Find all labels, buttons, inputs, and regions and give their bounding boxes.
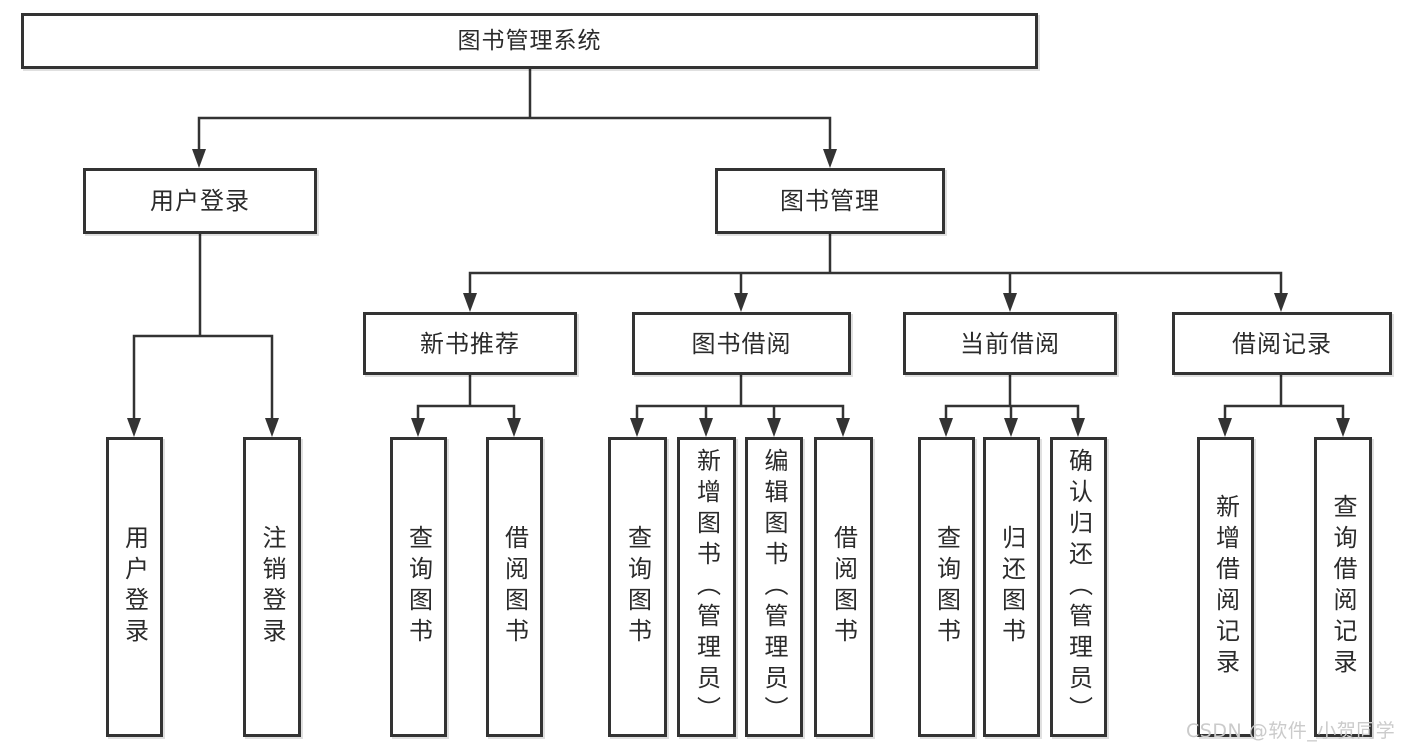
node-user-login-branch: 用户登录 (83, 168, 317, 234)
node-new-book-recommendation: 新书推荐 (363, 312, 577, 375)
node-book-management-branch: 图书管理 (715, 168, 945, 234)
connector-borrow-records (1218, 373, 1350, 437)
connector-user-login (127, 232, 279, 437)
connector-book-borrow (630, 373, 850, 437)
arrowhead (1274, 293, 1288, 312)
csdn-watermark: CSDN @软件_小贺同学 (1186, 720, 1396, 742)
node-label: 查询图书 (404, 525, 433, 649)
leaf-add-books-admin: 新增图书（管理员） (677, 437, 736, 737)
arrowhead (734, 293, 748, 312)
node-label: 新增图书（管理员） (692, 447, 721, 727)
arrowhead (127, 418, 141, 437)
arrowhead (823, 149, 837, 168)
connector-book-mgmt (463, 232, 1288, 312)
leaf-edit-books-admin: 编辑图书（管理员） (745, 437, 803, 737)
arrowhead (767, 418, 781, 437)
leaf-return-books: 归还图书 (983, 437, 1040, 737)
leaf-user-login: 用户登录 (106, 437, 163, 737)
node-label: 新增借阅记录 (1211, 494, 1240, 680)
arrowhead (630, 418, 644, 437)
connector-root (192, 67, 837, 168)
node-label: 借阅记录 (1232, 329, 1332, 358)
arrowhead (1071, 418, 1085, 437)
node-library-management-system: 图书管理系统 (21, 13, 1038, 69)
arrowhead (836, 418, 850, 437)
arrowhead (939, 418, 953, 437)
node-label: 归还图书 (997, 525, 1026, 649)
node-label: 当前借阅 (960, 329, 1060, 358)
node-label: 用户登录 (150, 187, 250, 215)
arrowhead (699, 418, 713, 437)
leaf-logout: 注销登录 (243, 437, 301, 737)
leaf-query-borrow-record: 查询借阅记录 (1314, 437, 1372, 737)
leaf-query-books-recommend: 查询图书 (390, 437, 447, 737)
node-label: 借阅图书 (829, 525, 858, 649)
leaf-borrow-books-borrowing: 借阅图书 (814, 437, 873, 737)
arrowhead (192, 149, 206, 168)
node-label: 查询图书 (932, 525, 961, 649)
arrowhead (1004, 418, 1018, 437)
leaf-query-books-current: 查询图书 (918, 437, 975, 737)
node-borrowing-records: 借阅记录 (1172, 312, 1392, 375)
node-label: 注销登录 (258, 525, 286, 649)
arrowhead (1336, 418, 1350, 437)
leaf-borrow-books-recommend: 借阅图书 (486, 437, 543, 737)
node-label: 查询图书 (623, 525, 652, 649)
node-label: 确认归还（管理员） (1064, 447, 1093, 727)
arrowhead (463, 293, 477, 312)
leaf-confirm-return-admin: 确认归还（管理员） (1050, 437, 1107, 737)
node-label: 编辑图书（管理员） (760, 447, 788, 727)
arrowhead (1218, 418, 1232, 437)
node-book-borrowing: 图书借阅 (632, 312, 851, 375)
node-label: 查询借阅记录 (1329, 494, 1357, 680)
node-current-borrowing: 当前借阅 (903, 312, 1117, 375)
node-label: 图书管理 (780, 187, 880, 215)
node-label: 图书管理系统 (457, 27, 602, 54)
leaf-add-borrow-record: 新增借阅记录 (1197, 437, 1254, 737)
node-label: 借阅图书 (500, 525, 529, 649)
node-label: 图书借阅 (691, 329, 792, 358)
connector-new-book (411, 373, 521, 437)
arrowhead (507, 418, 521, 437)
arrowhead (1003, 293, 1017, 312)
arrowhead (411, 418, 425, 437)
node-label: 新书推荐 (420, 329, 520, 358)
node-label: 用户登录 (120, 525, 149, 649)
leaf-query-books-borrowing: 查询图书 (608, 437, 667, 737)
arrowhead (265, 418, 279, 437)
connector-current-borrow (939, 373, 1085, 437)
